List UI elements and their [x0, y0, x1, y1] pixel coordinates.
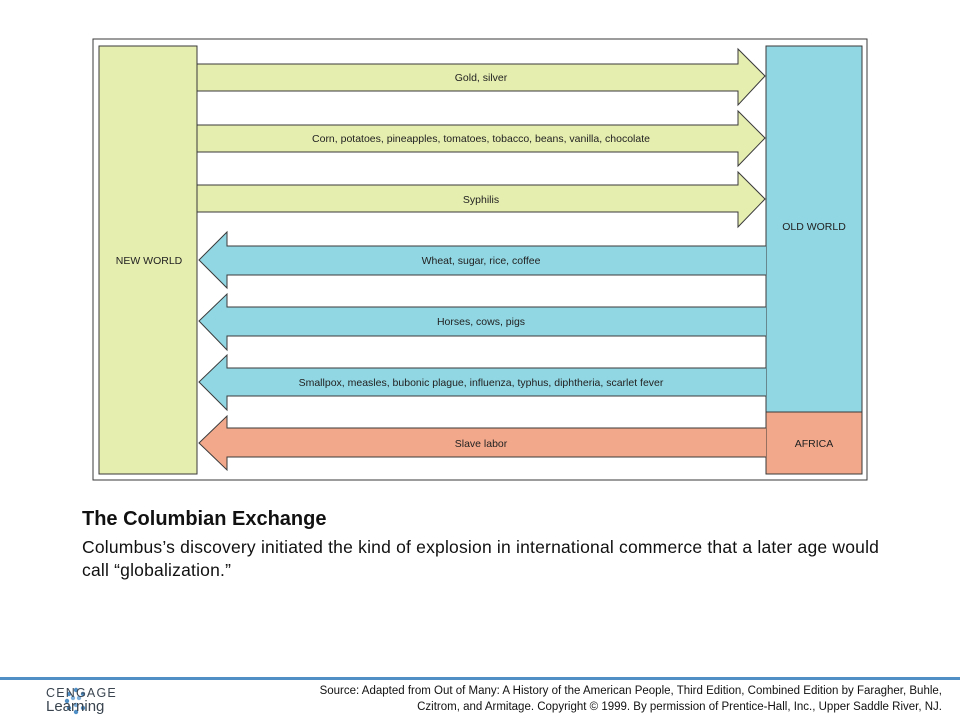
logo-line2: Learning: [46, 698, 105, 715]
flow-label-slave-labor: Slave labor: [455, 438, 508, 450]
cengage-wordmark: CENGAGE Learning: [46, 686, 117, 714]
flow-arrow-livestock: [198, 292, 766, 352]
flow-arrow-gold-silver: [196, 47, 766, 107]
columbian-exchange-diagram: NEW WORLD OLD WORLD AFRICA Gold, silver …: [92, 38, 868, 481]
flow-arrow-crops: [196, 109, 766, 168]
old-world-region: [765, 45, 863, 413]
flow-arrow-slave-labor: [198, 414, 766, 472]
new-world-region: [98, 45, 198, 475]
caption-title: The Columbian Exchange: [82, 508, 327, 530]
caption-text: Columbus’s discovery initiated the kind …: [82, 537, 880, 580]
africa-region: [765, 411, 863, 475]
flow-label-wheat-sugar: Wheat, sugar, rice, coffee: [422, 255, 541, 267]
cengage-logo-icon: [64, 687, 86, 715]
flow-label-gold-silver: Gold, silver: [455, 72, 508, 84]
source-line2: Czitrom, and Armitage. Copyright © 1999.…: [417, 701, 942, 713]
africa-label: AFRICA: [795, 438, 834, 450]
flow-arrow-syphilis: [196, 170, 766, 229]
flow-arrow-diseases: [198, 353, 766, 412]
flow-label-diseases: Smallpox, measles, bubonic plague, influ…: [299, 377, 664, 389]
flow-label-livestock: Horses, cows, pigs: [437, 316, 525, 328]
flow-label-syphilis: Syphilis: [463, 194, 499, 206]
flow-label-crops: Corn, potatoes, pineapples, tomatoes, to…: [312, 133, 650, 145]
footer-accent-bar: [0, 677, 960, 680]
source-line1: Source: Adapted from Out of Many: A Hist…: [319, 685, 942, 697]
source-citation: Source: Adapted from Out of Many: A Hist…: [202, 683, 942, 715]
new-world-label: NEW WORLD: [116, 255, 183, 267]
old-world-label: OLD WORLD: [782, 221, 846, 233]
flow-arrow-wheat-sugar: [198, 230, 766, 290]
logo-line1: CENGAGE: [46, 686, 117, 700]
